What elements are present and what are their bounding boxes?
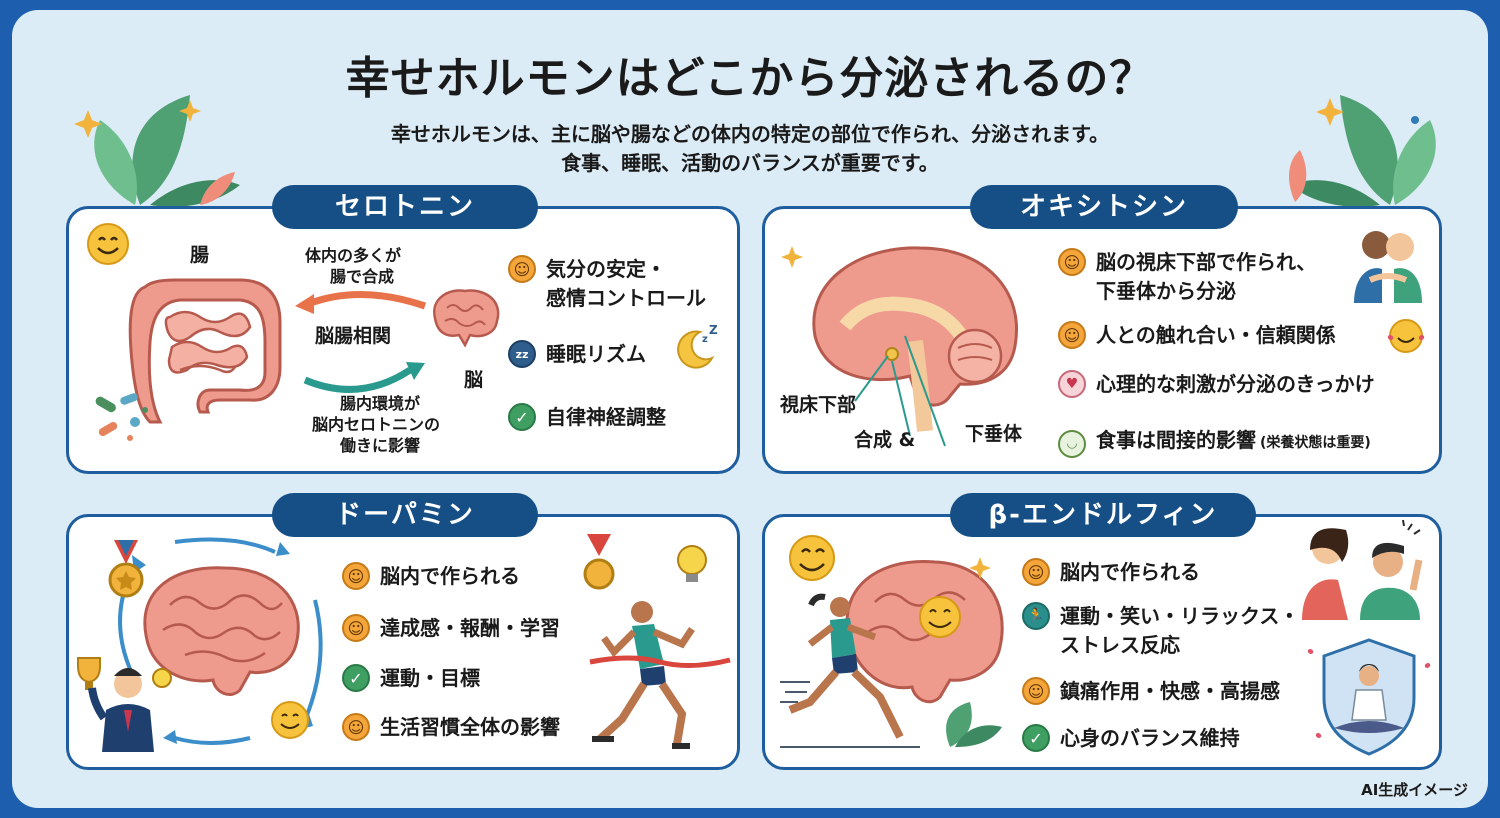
smile-icon: ☺ [1058,248,1086,276]
endorphin-item-4: ✓ 心身のバランス維持 [1022,724,1240,753]
endorphin-item-3-line-1: 鎮痛作用・快感・高揚感 [1060,679,1280,703]
heart-icon: ♥ [1058,370,1086,398]
leaves-left-decoration [74,95,240,207]
oxytocin-item-1: ☺ 脳の視床下部で作られ、下垂体から分泌 [1058,248,1316,306]
endorphin-item-4-line-1: 心身のバランス維持 [1060,726,1240,750]
serotonin-item-3: ✓ 自律神経調整 [508,403,666,432]
serotonin-item-2-line-1: 睡眠リズム [546,342,646,366]
laughing-friends-illustration [1302,519,1423,620]
runner-finish-line-illustration [583,534,731,749]
endorphin-card-title: β-エンドルフィン [950,493,1256,537]
oxytocin-item-2-line-1: 人との触れ合い・信頼関係 [1096,323,1336,347]
arrow-top-label-2: 腸で合成 [330,267,395,286]
smile-icon: ☺ [508,255,536,283]
smile-icon: ☺ [342,713,370,741]
smile-icon: ☺ [342,614,370,642]
run-icon: 🏃 [1022,602,1050,630]
serotonin-item-3-line-1: 自律神経調整 [546,405,666,429]
oxytocin-card-title: オキシトシン [970,185,1238,229]
dopamine-item-2: ☺ 達成感・報酬・学習 [342,614,560,643]
brain-sagittal-illustration [781,246,1018,447]
endorphin-item-2: 🏃 運動・笑い・リラックス・ストレス反応 [1022,602,1299,660]
endorphin-item-3: ☺ 鎮痛作用・快感・高揚感 [1022,677,1280,706]
svg-text:z: z [702,334,708,345]
smile-icon: ☺ [1058,321,1086,349]
serotonin-item-1-line-1: 気分の安定・ [546,257,666,281]
check-icon: ✓ [1022,724,1050,752]
serotonin-item-1-line-2: 感情コントロール [546,286,706,310]
arrow-bottom-label-1: 腸内環境が [340,394,421,413]
smile-icon: ☺ [1022,558,1050,586]
arrow-bottom-label-2: 脳内セロトニンの [312,415,441,434]
endorphin-item-1-line-1: 脳内で作られる [1060,560,1200,584]
moon-icon: z Z [677,323,718,369]
subtitle-line-1: 幸せホルモンは、主に脳や腸などの体内の特定の部位で作られ、分泌されます。 [390,122,1110,146]
bowl-icon: ◡ [1058,429,1086,458]
intestine-illustration [128,278,282,424]
gut-label: 腸 [190,244,210,266]
bacteria-decoration [95,393,148,441]
dopamine-item-3-line-1: 運動・目標 [380,666,480,690]
hearts-face-icon [1387,319,1425,353]
medal-icon [108,540,144,598]
oxytocin-item-1-line-2: 下垂体から分泌 [1096,279,1236,303]
dopamine-item-1-line-1: 脳内で作られる [380,564,520,588]
oxytocin-item-1-line-1: 脳の視床下部で作られ、 [1096,250,1317,274]
arrow-top-label-1: 体内の多くが [305,246,402,265]
dopamine-item-3: ✓ 運動・目標 [342,664,480,693]
ai-generated-note: AI生成イメージ [1361,781,1468,799]
brain-label: 脳 [464,369,484,391]
oxytocin-item-3-line-1: 心理的な刺激が分泌のきっかけ [1096,372,1375,396]
runner-brain-illustration [780,535,1004,748]
brain-gut-axis-label: 脳腸相関 [315,325,392,347]
dopamine-item-4: ☺ 生活習慣全体の影響 [342,713,560,742]
endorphin-item-2-line-1: 運動・笑い・リラックス・ [1060,604,1300,628]
meditation-shield-illustration [1307,638,1431,756]
synthesis-label: 合成 & [854,429,916,451]
dopamine-item-2-line-1: 達成感・報酬・学習 [380,616,560,640]
serotonin-item-1: ☺ 気分の安定・感情コントロール [508,255,706,313]
arrow-to-gut [295,291,427,314]
serotonin-card-title: セロトニン [272,185,538,229]
arrow-to-brain [303,362,425,393]
serotonin-item-2: zz 睡眠リズム [508,340,646,369]
brain-small-illustration [432,289,500,348]
businessman-trophy-illustration [77,657,172,752]
oxytocin-item-4: ◡ 食事は間接的影響 (栄養状態は重要) [1058,426,1371,458]
oxytocin-item-3: ♥ 心理的な刺激が分泌のきっかけ [1058,370,1375,399]
smile-face-icon [87,223,129,265]
pituitary-label: 下垂体 [965,423,1023,445]
hugging-people-icon [1354,231,1422,303]
leaves-right-decoration [1288,95,1436,207]
subtitle-line-2: 食事、睡眠、活動のバランスが重要です。 [561,151,939,175]
endorphin-item-1: ☺ 脳内で作られる [1022,558,1200,587]
dopamine-item-4-line-1: 生活習慣全体の影響 [380,715,560,739]
arrow-bottom-label-3: 働きに影響 [340,436,421,455]
oxytocin-item-4-line-1: 食事は間接的影響 [1096,428,1256,452]
svg-text:Z: Z [709,323,718,337]
check-icon: ✓ [508,403,536,431]
zz-icon: zz [508,340,536,368]
endorphin-item-2-line-2: ストレス反応 [1060,633,1180,657]
check-icon: ✓ [342,664,370,692]
oxytocin-item-4-note: (栄養状態は重要) [1260,435,1371,451]
smile-icon: ☺ [342,562,370,590]
page-title: 幸せホルモンはどこから分泌されるの？ [345,53,1155,104]
dopamine-item-1: ☺ 脳内で作られる [342,562,520,591]
dopamine-card-title: ドーパミン [272,493,538,537]
smile-icon: ☺ [1022,677,1050,705]
oxytocin-item-2: ☺ 人との触れ合い・信頼関係 [1058,321,1336,350]
hypothalamus-label: 視床下部 [780,394,857,416]
